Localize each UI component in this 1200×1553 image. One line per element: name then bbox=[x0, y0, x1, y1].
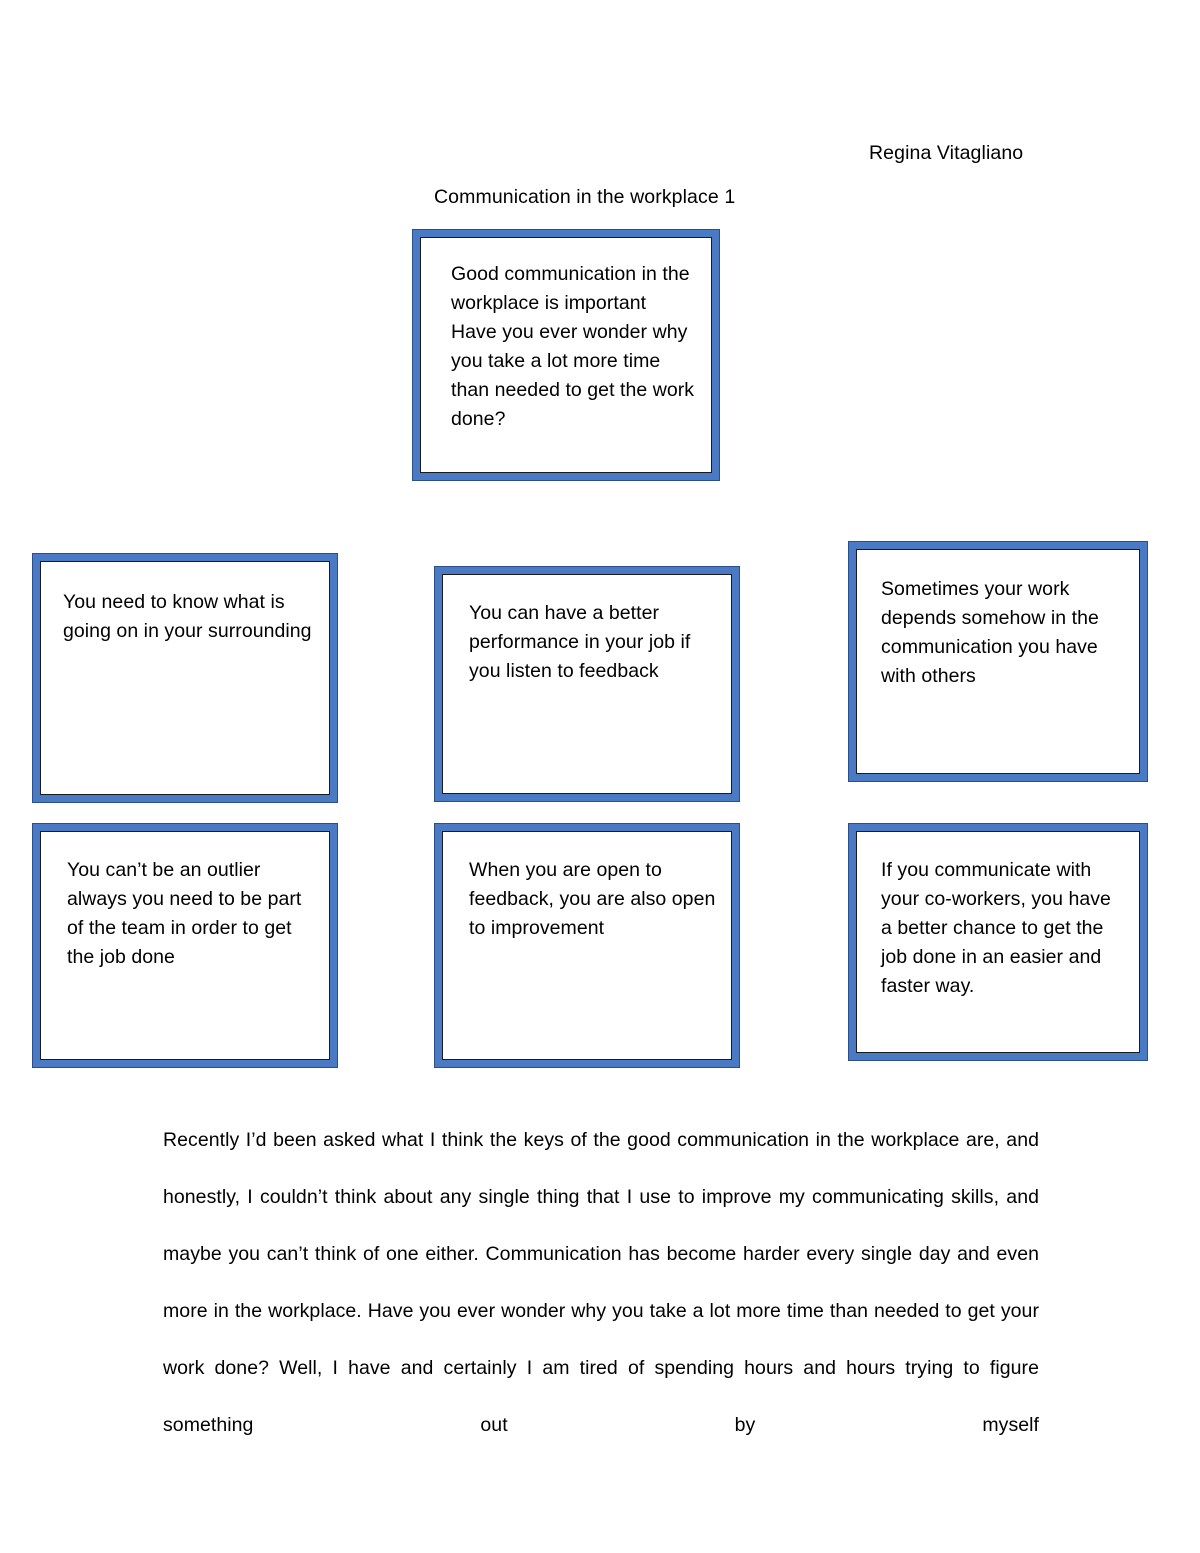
diagram-box-right-bottom-text: If you communicate with your co-workers,… bbox=[881, 859, 1111, 997]
diagram-box-right-top-inner: Sometimes your work depends somehow in t… bbox=[856, 549, 1140, 774]
diagram-box-mid-top: You can have a better performance in you… bbox=[434, 566, 740, 802]
diagram-box-left-top-inner: You need to know what is going on in you… bbox=[40, 561, 330, 795]
diagram-box-right-bottom: If you communicate with your co-workers,… bbox=[848, 823, 1148, 1061]
diagram-box-mid-bottom: When you are open to feedback, you are a… bbox=[434, 823, 740, 1068]
diagram-box-left-bottom-text: You can’t be an outlier always you need … bbox=[67, 859, 302, 968]
diagram-box-top: Good communication in the workplace is i… bbox=[412, 229, 720, 481]
author-name: Regina Vitagliano bbox=[869, 142, 1024, 164]
diagram-box-left-bottom: You can’t be an outlier always you need … bbox=[32, 823, 338, 1068]
page-title: Communication in the workplace 1 bbox=[434, 186, 736, 208]
diagram-box-right-top: Sometimes your work depends somehow in t… bbox=[848, 541, 1148, 782]
diagram-box-mid-bottom-text: When you are open to feedback, you are a… bbox=[469, 859, 716, 939]
diagram-box-left-top: You need to know what is going on in you… bbox=[32, 553, 338, 803]
body-paragraph: Recently I’d been asked what I think the… bbox=[163, 1129, 1039, 1436]
diagram-box-left-top-text: You need to know what is going on in you… bbox=[63, 591, 312, 642]
diagram-box-right-bottom-inner: If you communicate with your co-workers,… bbox=[856, 831, 1140, 1053]
diagram-box-top-inner: Good communication in the workplace is i… bbox=[420, 237, 712, 473]
diagram-box-top-text: Good communication in the workplace is i… bbox=[451, 263, 695, 430]
diagram-box-right-top-text: Sometimes your work depends somehow in t… bbox=[881, 578, 1099, 687]
diagram-box-left-bottom-inner: You can’t be an outlier always you need … bbox=[40, 831, 330, 1060]
diagram-box-mid-top-text: You can have a better performance in you… bbox=[469, 602, 691, 682]
diagram-box-mid-bottom-inner: When you are open to feedback, you are a… bbox=[442, 831, 732, 1060]
diagram-box-mid-top-inner: You can have a better performance in you… bbox=[442, 574, 732, 794]
